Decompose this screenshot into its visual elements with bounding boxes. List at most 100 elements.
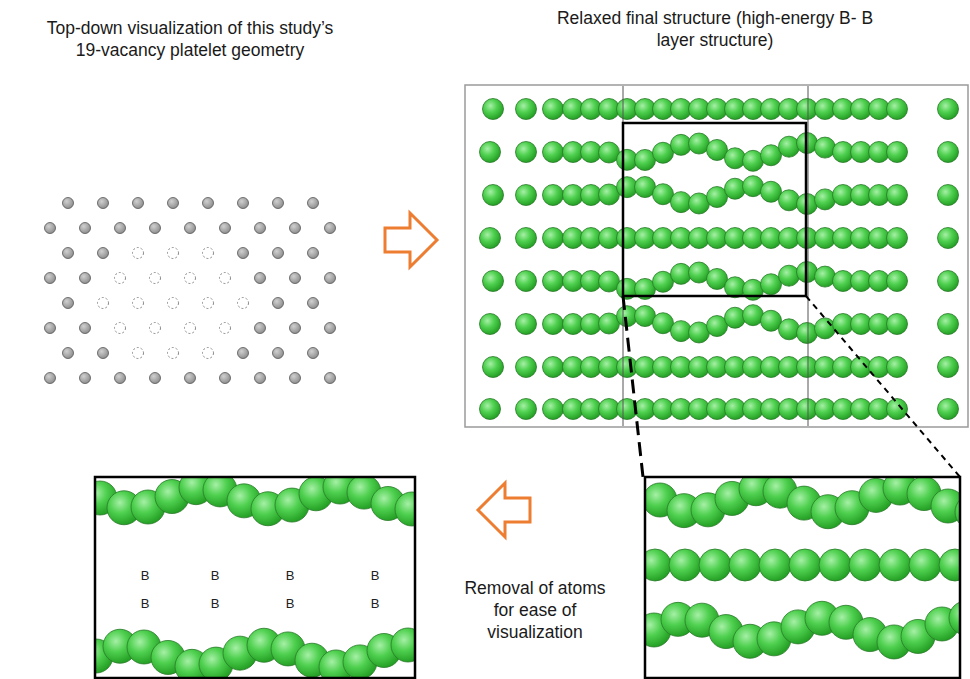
zoom-leader bbox=[806, 296, 960, 477]
atom bbox=[938, 185, 959, 206]
atom bbox=[543, 399, 564, 420]
atom bbox=[931, 489, 959, 523]
atom bbox=[80, 223, 91, 234]
atom bbox=[543, 314, 564, 335]
atom bbox=[391, 628, 414, 662]
atom bbox=[203, 248, 214, 259]
atom bbox=[887, 99, 908, 120]
atom bbox=[63, 248, 74, 259]
atom bbox=[938, 399, 959, 420]
atom bbox=[395, 492, 414, 526]
atom bbox=[133, 248, 144, 259]
atom bbox=[483, 271, 504, 292]
atom bbox=[63, 198, 74, 209]
atom bbox=[483, 185, 504, 206]
atom bbox=[938, 314, 959, 335]
atom bbox=[63, 348, 74, 359]
atom bbox=[133, 198, 144, 209]
atom bbox=[203, 298, 214, 309]
atom bbox=[779, 319, 800, 340]
atom bbox=[290, 223, 301, 234]
atom bbox=[238, 198, 249, 209]
atom bbox=[150, 373, 161, 384]
atom bbox=[887, 314, 908, 335]
atom bbox=[543, 185, 564, 206]
atom bbox=[879, 549, 911, 581]
atom bbox=[516, 314, 537, 335]
cell-boundary bbox=[808, 86, 809, 426]
atom bbox=[273, 348, 284, 359]
atom bbox=[185, 273, 196, 284]
atom bbox=[273, 298, 284, 309]
zoom-panel bbox=[645, 477, 960, 678]
atom bbox=[203, 348, 214, 359]
atom bbox=[516, 271, 537, 292]
atom bbox=[290, 273, 301, 284]
atom bbox=[938, 228, 959, 249]
atom bbox=[115, 323, 126, 334]
atom bbox=[725, 307, 746, 328]
atom bbox=[699, 549, 731, 581]
atom bbox=[308, 298, 319, 309]
atom bbox=[815, 266, 836, 287]
atom bbox=[516, 99, 537, 120]
step-caption: Removal of atoms for ease of visualizati… bbox=[460, 578, 610, 644]
atom bbox=[238, 298, 249, 309]
atom bbox=[543, 228, 564, 249]
atom bbox=[133, 348, 144, 359]
atom bbox=[133, 298, 144, 309]
atom bbox=[938, 142, 959, 163]
atom bbox=[815, 318, 836, 339]
zoom-leader bbox=[623, 296, 643, 477]
site-label: B bbox=[365, 568, 385, 583]
site-label: B bbox=[135, 568, 155, 583]
atom bbox=[480, 314, 501, 335]
atom bbox=[115, 373, 126, 384]
atom bbox=[480, 228, 501, 249]
atom bbox=[669, 549, 701, 581]
atom bbox=[543, 357, 564, 378]
atom bbox=[150, 223, 161, 234]
atom bbox=[115, 223, 126, 234]
atom bbox=[955, 495, 959, 529]
atom bbox=[80, 273, 91, 284]
atom bbox=[516, 142, 537, 163]
atom bbox=[325, 373, 336, 384]
atom bbox=[220, 273, 231, 284]
atom bbox=[80, 323, 91, 334]
site-label: B bbox=[205, 568, 225, 583]
atom bbox=[45, 223, 56, 234]
atom bbox=[185, 373, 196, 384]
atom bbox=[887, 185, 908, 206]
simplified-panel bbox=[95, 477, 415, 678]
structure-panel bbox=[465, 85, 968, 427]
atom bbox=[887, 357, 908, 378]
atom bbox=[115, 273, 126, 284]
atom bbox=[290, 323, 301, 334]
atom bbox=[238, 248, 249, 259]
atom bbox=[938, 357, 959, 378]
atom bbox=[255, 273, 266, 284]
atom bbox=[938, 271, 959, 292]
atom bbox=[483, 99, 504, 120]
atom bbox=[308, 248, 319, 259]
atom bbox=[797, 322, 818, 343]
atom bbox=[203, 198, 214, 209]
zoom-panel-ground bbox=[645, 477, 960, 678]
zoom-region bbox=[623, 123, 806, 296]
atom bbox=[543, 142, 564, 163]
atom bbox=[325, 323, 336, 334]
atom bbox=[887, 271, 908, 292]
atom bbox=[273, 248, 284, 259]
atom bbox=[483, 357, 504, 378]
atom bbox=[98, 248, 109, 259]
atom bbox=[168, 248, 179, 259]
atom bbox=[255, 223, 266, 234]
site-label: B bbox=[205, 596, 225, 611]
atom bbox=[150, 323, 161, 334]
atom bbox=[168, 298, 179, 309]
atom bbox=[646, 549, 671, 581]
atom bbox=[290, 373, 301, 384]
atom bbox=[849, 549, 881, 581]
vacancy-lattice bbox=[45, 198, 336, 384]
